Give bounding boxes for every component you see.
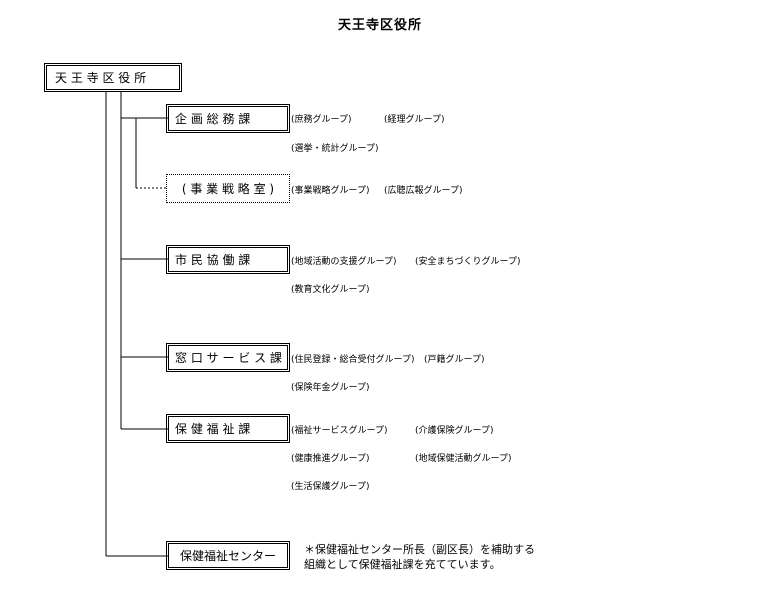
group-label: (庶務グループ) bbox=[291, 115, 352, 125]
dept-label-welfare: 保 健 福 祉 課 bbox=[175, 422, 251, 436]
dept-label-service: 窓 口 サ ー ビ ス 課 bbox=[175, 351, 282, 365]
group-label: (経理グループ) bbox=[384, 115, 445, 125]
group-label: (地域保健活動グループ) bbox=[415, 454, 512, 464]
group-label: (選挙・統計グループ) bbox=[291, 144, 379, 154]
health-center-label: 保健福祉センター bbox=[179, 549, 276, 563]
group-label: (教育文化グループ) bbox=[291, 285, 370, 295]
dept-label-strategy: ( 事 業 戦 略 室 ) bbox=[181, 182, 275, 196]
root-office-box: 天 王 寺 区 役 所 bbox=[44, 63, 182, 92]
footnote: ＊保健福祉センター所長（副区長）を補助する組織として保健福祉課を充てています。 bbox=[304, 543, 535, 571]
group-label: (生活保護グループ) bbox=[291, 482, 370, 492]
group-label: (保険年金グループ) bbox=[291, 383, 370, 393]
group-label: (介護保険グループ) bbox=[415, 426, 494, 436]
group-label: (地域活動の支援グループ) bbox=[291, 257, 397, 267]
dept-box-welfare: 保 健 福 祉 課 bbox=[166, 414, 290, 443]
group-label: (広聴広報グループ) bbox=[384, 186, 463, 196]
chart-title: 天王寺区役所 bbox=[338, 18, 423, 33]
dept-label-civic: 市 民 協 働 課 bbox=[175, 253, 251, 267]
root-office-label: 天 王 寺 区 役 所 bbox=[55, 71, 147, 85]
group-label: (戸籍グループ) bbox=[424, 355, 485, 365]
group-label: (住民登録・総合受付グループ) bbox=[291, 355, 415, 365]
dept-box-civic: 市 民 協 働 課 bbox=[166, 245, 290, 274]
health-center-box: 保健福祉センター bbox=[166, 541, 290, 570]
group-label: (安全まちづくりグループ) bbox=[415, 257, 521, 267]
dept-label-planning: 企 画 総 務 課 bbox=[175, 112, 251, 126]
dept-box-planning: 企 画 総 務 課 bbox=[166, 104, 290, 133]
group-label: (福祉サービスグループ) bbox=[291, 426, 388, 436]
dept-box-service: 窓 口 サ ー ビ ス 課 bbox=[166, 343, 290, 372]
group-label: (健康推進グループ) bbox=[291, 454, 370, 464]
group-label: (事業戦略グループ) bbox=[291, 186, 370, 196]
dept-box-strategy: ( 事 業 戦 略 室 ) bbox=[166, 174, 290, 203]
